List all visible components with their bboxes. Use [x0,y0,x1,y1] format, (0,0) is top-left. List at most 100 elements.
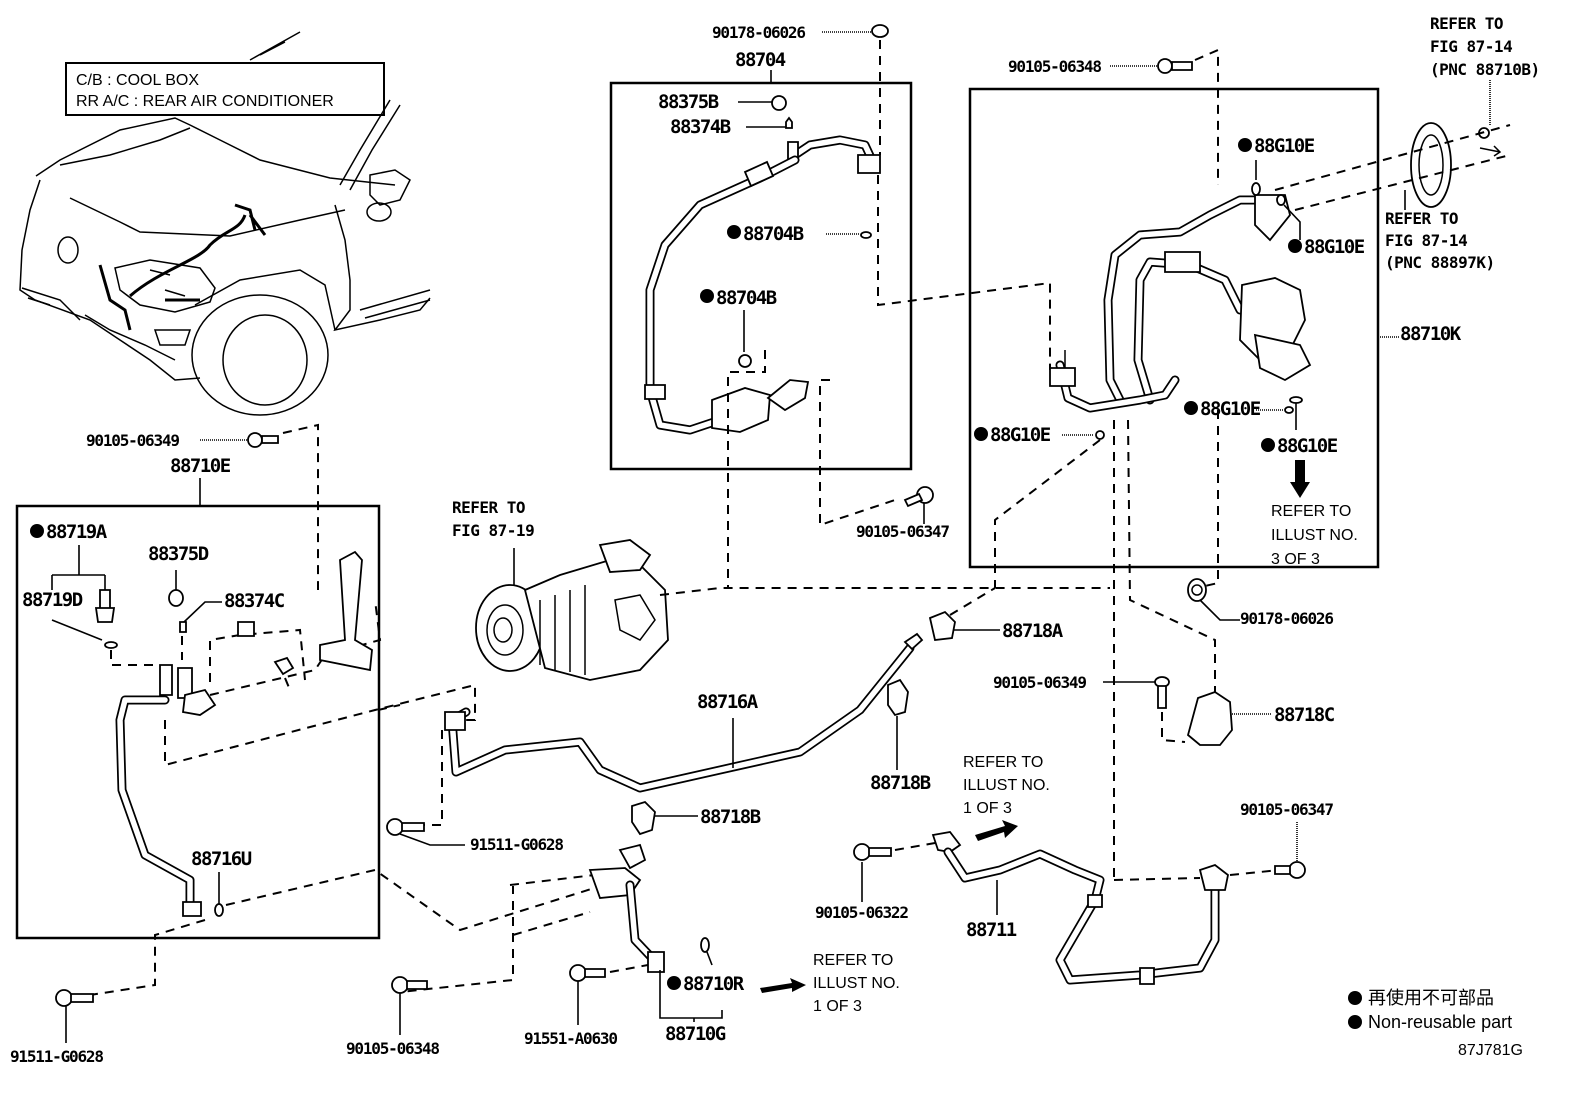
legend-english: Non-reusable part [1368,1012,1512,1032]
o-ring-icon [1284,406,1294,414]
bolt-icon [247,432,263,448]
svg-text:REFER TO: REFER TO [1271,503,1351,520]
label-88719A: 88719A [46,521,108,543]
label-90105-06347-mid: 90105-06347 [856,522,949,541]
clamp-icon [928,610,956,641]
nut-icon [1187,578,1207,602]
valve-core-icon [179,621,187,633]
svg-text:FIG 87-19: FIG 87-19 [452,521,534,540]
label-90178-06026-right: 90178-06026 [1240,609,1333,628]
bolt-icon [1288,861,1306,879]
group-88710E: 90105-06349 88710E 88719A 88719D 88375D … [15,423,621,940]
svg-text:3 OF 3: 3 OF 3 [1271,551,1320,568]
label-88G10E-3: 88G10E [990,424,1051,446]
bolt-icon [1157,58,1173,74]
ref-illust-3-of-3[interactable]: REFER TO ILLUST NO. 3 OF 3 [1271,503,1358,568]
clamp-88718C-group: 90105-06349 88718C [993,673,1336,746]
clamp-88718B-upper: 88718B [870,678,932,794]
svg-text:FIG 87-14: FIG 87-14 [1430,37,1512,56]
o-ring-icon [860,231,872,239]
label-90178-06026-top: 90178-06026 [712,23,805,42]
pipe-fitting-icon [931,831,962,853]
bolt-icon [55,989,73,1007]
label-88374B: 88374B [670,116,731,138]
bolt-icon [853,843,871,861]
vehicle-illustration [19,31,431,416]
non-reusable-dot-icon [1348,1015,1362,1029]
label-88704: 88704 [735,49,786,71]
clamp-88718B-lower: 88718B [631,800,762,836]
svg-text:1 OF 3: 1 OF 3 [963,800,1012,817]
label-88710K: 88710K [1400,323,1462,345]
group-88710G: 90105-06348 91551-A0630 88710R 88710G [346,843,806,1058]
o-ring-icon [700,937,710,953]
label-88710E: 88710E [170,455,231,477]
compressor: REFER TO FIG 87-19 [452,498,1110,681]
label-88718B-2: 88718B [700,806,761,828]
pressure-switch-icon [94,589,116,623]
cap-icon [168,589,184,607]
valve-core-icon [785,116,793,129]
clamp-icon [1186,691,1233,746]
ref-illust-1-of-3-lower[interactable]: REFER TO ILLUST NO. 1 OF 3 [813,952,900,1015]
label-88718A: 88718A [1002,620,1064,642]
pipe-88711: 90105-06322 88711 90105-06347 [815,800,1335,985]
label-88710R: 88710R [683,973,745,995]
bolt-icon [569,964,587,982]
o-ring-icon [1276,194,1286,206]
svg-text:(PNC 88897K): (PNC 88897K) [1385,253,1495,272]
label-88G10E-4: 88G10E [1200,398,1261,420]
clamp-icon [273,656,295,676]
abbreviation-legend: C/B : COOL BOX RR A/C : REAR AIR CONDITI… [65,62,385,116]
pipe-fitting-icon [444,711,466,731]
ref-fig-87-14-88897K[interactable]: REFER TO FIG 87-14 (PNC 88897K) [1385,209,1495,272]
grommet-icon [1410,122,1452,208]
label-88G10E-1: 88G10E [1254,135,1315,157]
non-reusable-dot-icon [1348,991,1362,1005]
o-ring-icon [1251,182,1261,196]
label-88G10E-2: 88G10E [1304,236,1365,258]
ref-fig-87-19[interactable]: REFER TO FIG 87-19 [452,498,535,540]
svg-text:REFER TO: REFER TO [452,498,525,517]
bolt-icon [386,818,404,836]
label-88375B: 88375B [658,91,719,113]
muffler-icon [711,387,771,433]
label-88374C: 88374C [224,590,285,612]
label-88716U: 88716U [191,848,252,870]
pipe-fitting-icon [182,901,202,917]
bolt-91511-G0628-mid: 91511-G0628 [386,818,565,854]
ref-illust-1-of-3-upper[interactable]: REFER TO ILLUST NO. 1 OF 3 [963,754,1050,817]
nut-90178-06026-right: 90178-06026 [1187,578,1335,628]
ref-fig-87-14-88710B[interactable]: REFER TO FIG 87-14 (PNC 88710B) [1430,14,1540,79]
svg-text:REFER TO: REFER TO [1430,14,1503,33]
clamp-icon [887,678,909,717]
nut-icon [871,24,889,38]
bolt-90105-06347-mid: 90105-06347 [856,486,951,541]
svg-text:1 OF 3: 1 OF 3 [813,998,862,1015]
label-91511-G0628-bottom: 91511-G0628 [10,1047,103,1066]
o-ring-icon [214,903,224,917]
legend-japanese: 再使用不可部品 [1368,988,1494,1008]
svg-text:FIG 87-14: FIG 87-14 [1385,231,1467,250]
label-88704B-2: 88704B [716,287,777,309]
o-ring-icon [1289,396,1303,404]
label-90105-06348-bottom: 90105-06348 [346,1039,439,1058]
o-ring-icon [104,641,118,649]
svg-text:ILLUST NO.: ILLUST NO. [1271,527,1358,544]
label-91551-A0630: 91551-A0630 [524,1029,617,1048]
arrow-down-icon [1290,460,1310,498]
label-88375D: 88375D [148,543,209,565]
group-88710K: 88710K 90105-06348 88G10E 88G10E 88G10E [968,48,1463,880]
abbrev-rear-ac: RR A/C : REAR AIR CONDITIONER [76,93,334,110]
group-88704: 88704 90178-06026 88375B 88374B 88704B 8… [609,23,1051,588]
label-90105-06347-bottom: 90105-06347 [1240,800,1333,819]
label-90105-06348-top: 90105-06348 [1008,57,1101,76]
svg-text:REFER TO: REFER TO [1385,209,1458,228]
svg-text:ILLUST NO.: ILLUST NO. [813,975,900,992]
svg-text:REFER TO: REFER TO [813,952,893,969]
pipe-88716A: 88716A [418,632,924,826]
non-reusable-legend: 再使用不可部品 Non-reusable part [1348,988,1512,1032]
cap-icon [771,95,787,111]
label-88704B-1: 88704B [743,223,804,245]
label-90105-06322: 90105-06322 [815,903,908,922]
